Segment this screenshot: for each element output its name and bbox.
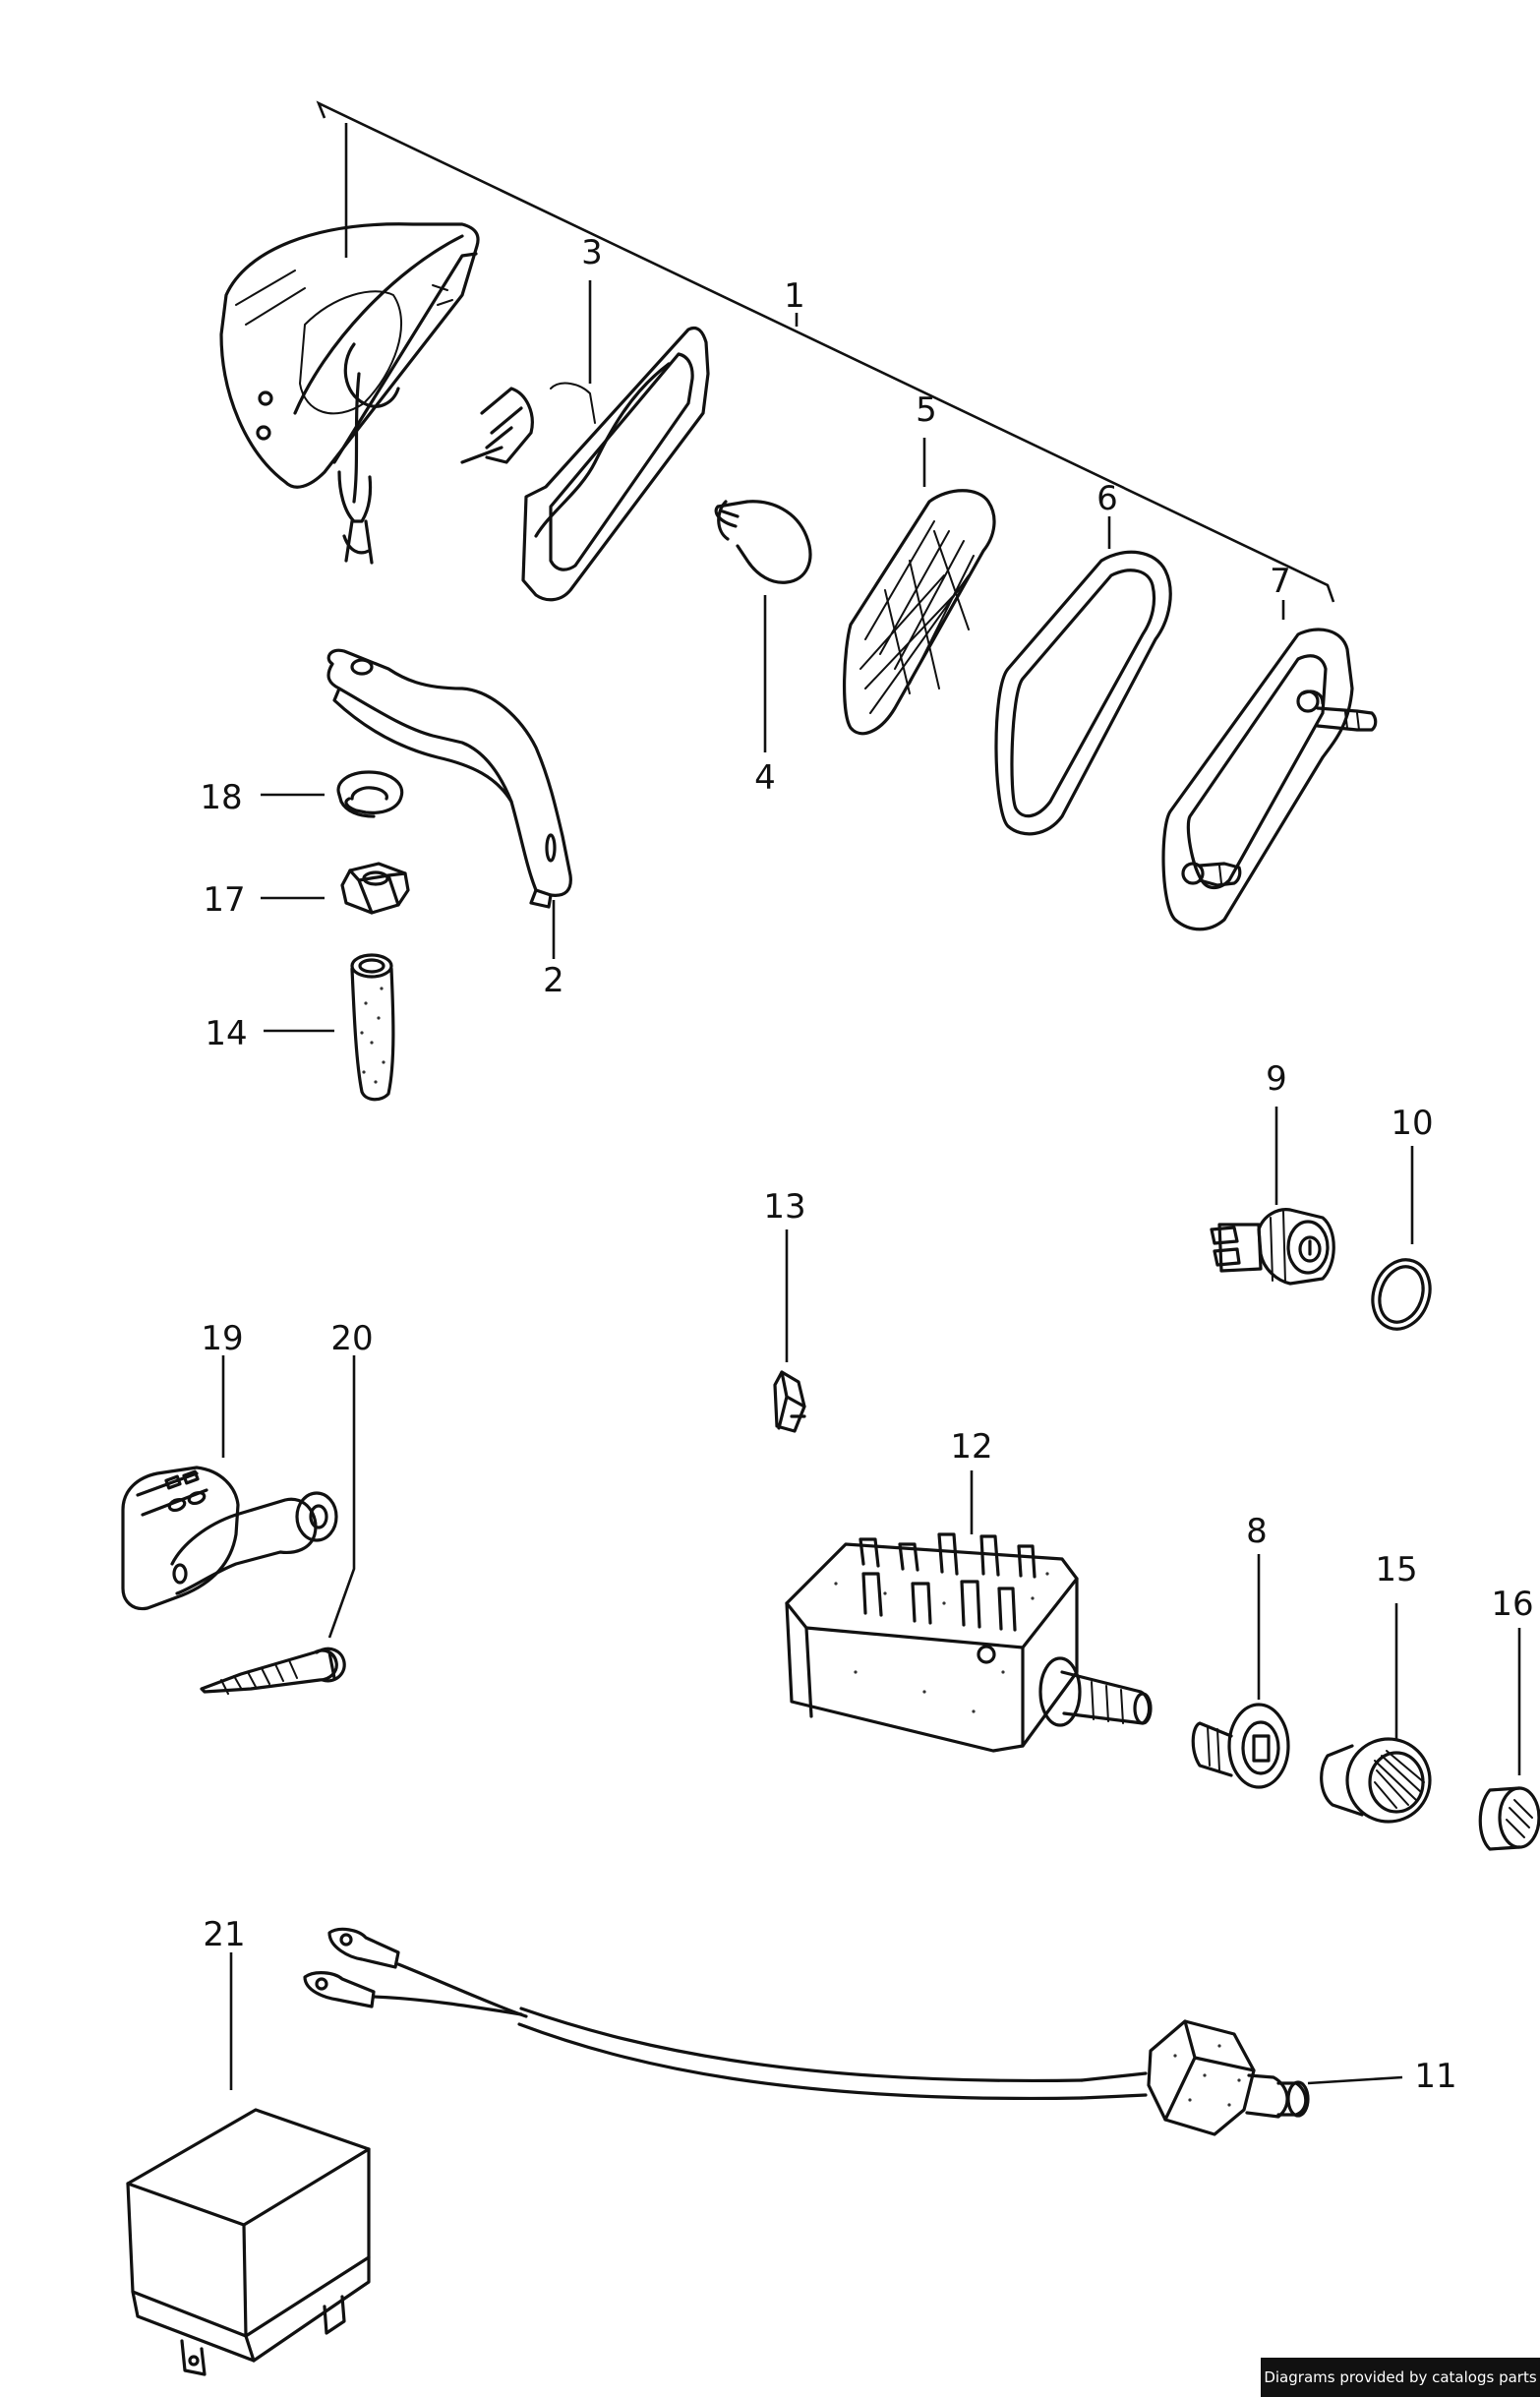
part-cap [1478,1786,1540,1851]
part-rotary-switch [785,1532,1153,1753]
callout-1: 1 [784,276,805,316]
part-mounting-bracket [326,648,572,909]
part-hex-nut [340,862,410,915]
leader-20 [327,1355,356,1639]
part-spring-washer [336,770,404,818]
callout-16: 16 [1491,1585,1533,1624]
leader-11 [1307,2075,1403,2085]
callout-10: 10 [1391,1104,1433,1143]
part-sleeve [350,953,395,1102]
callout-18: 18 [200,778,242,817]
callout-14: 14 [205,1014,247,1053]
callout-6: 6 [1096,479,1118,518]
part-lock-plate [1191,1703,1290,1789]
callout-2: 2 [543,961,564,1000]
callout-11: 11 [1414,2057,1456,2096]
part-lens [842,489,996,736]
callout-8: 8 [1246,1512,1268,1551]
callout-21: 21 [203,1915,245,1954]
part-gasket [994,550,1172,836]
callout-labels: 1 2 3 4 5 6 7 8 9 10 11 12 13 14 15 16 1… [200,233,1533,2096]
part-lamp-housing [219,222,480,565]
callout-17: 17 [203,880,245,920]
part-wood-screw [200,1647,346,1695]
callout-20: 20 [330,1319,373,1358]
part-sensor-wire [303,1927,1310,2136]
part-trim-frame [1161,628,1378,931]
watermark-label: Diagrams provided by catalogs parts [1261,2358,1540,2397]
part-socket [121,1466,338,1611]
part-relay [126,2108,371,2376]
callout-9: 9 [1266,1059,1287,1099]
assembly-bracket-1 [316,100,1335,603]
callout-19: 19 [201,1319,243,1358]
callout-7: 7 [1270,562,1291,601]
part-o-ring [1371,1258,1432,1331]
part-reflector [460,326,710,602]
callout-15: 15 [1375,1550,1417,1589]
callout-13: 13 [763,1187,805,1227]
callout-5: 5 [916,390,937,430]
part-bulb [714,500,812,584]
callout-4: 4 [754,758,776,798]
part-knob [1320,1737,1432,1824]
part-terminal [773,1370,806,1433]
callout-12: 12 [950,1427,992,1467]
callout-3: 3 [581,233,603,272]
part-push-switch [1210,1208,1335,1286]
